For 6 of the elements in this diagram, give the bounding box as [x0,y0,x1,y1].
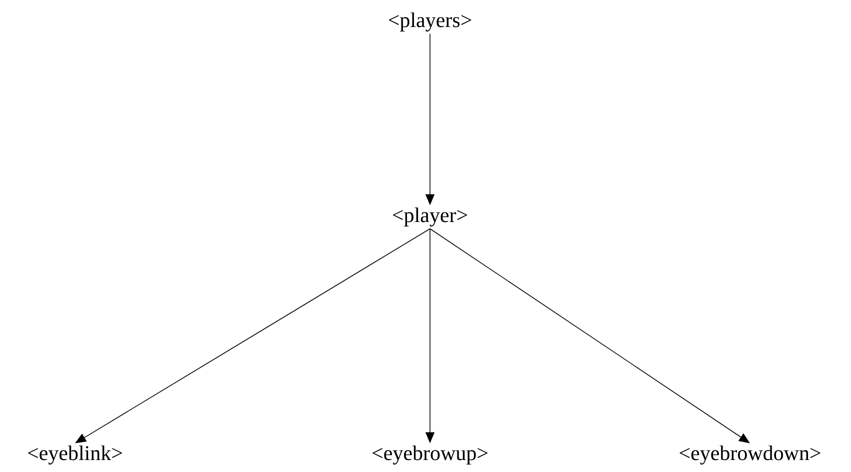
tag-label: <player> [392,207,468,227]
tag-label: <eyeblink> [28,445,122,465]
tag-label: <eyebrowup> [372,445,488,465]
arrow [430,228,750,444]
tag-label: <players> [388,12,472,32]
tag-label: <eyebrowdown> [680,445,820,465]
